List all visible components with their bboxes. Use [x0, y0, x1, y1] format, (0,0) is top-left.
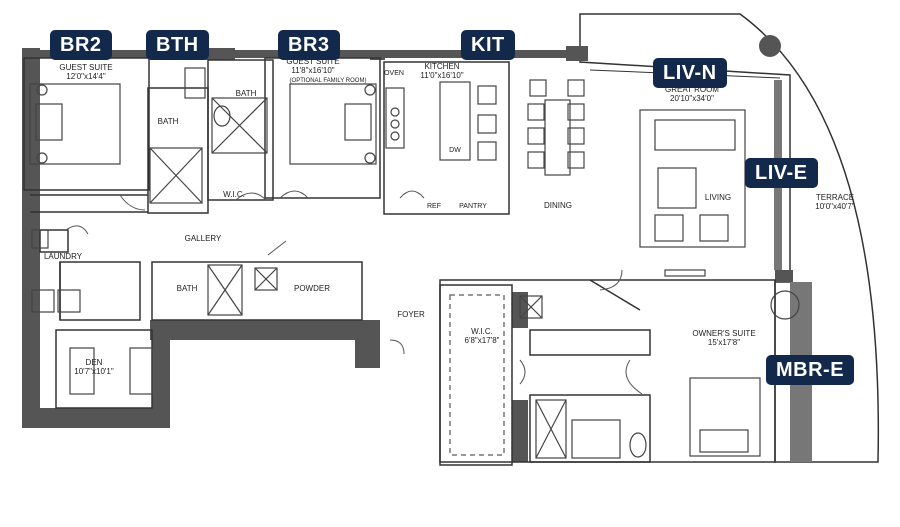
tag-br2[interactable]: BR2 — [50, 30, 112, 60]
label-den: DEN — [86, 358, 103, 367]
label-bath-2: BATH — [158, 117, 179, 126]
dims-owners-suite: 15'x17'8" — [708, 338, 740, 347]
note-guest-suite-3: (OPTIONAL FAMILY ROOM) — [290, 78, 367, 84]
tag-br3[interactable]: BR3 — [278, 30, 340, 60]
label-dw: DW — [449, 147, 461, 154]
room-labels: GUEST SUITE 12'0"x14'4" BATH GUEST SUITE… — [44, 57, 855, 376]
dims-den: 10'7"x10'1" — [74, 367, 114, 376]
label-guest-suite-3: GUEST SUITE — [286, 57, 339, 66]
label-wic-3: W.I.C. — [223, 190, 245, 199]
label-living: LIVING — [705, 193, 731, 202]
tag-kit[interactable]: KIT — [461, 30, 515, 60]
label-laundry: LAUNDRY — [44, 252, 83, 261]
label-great-room: GREAT ROOM — [665, 85, 719, 94]
label-oven: OVEN — [384, 70, 404, 77]
dims-great-room: 20'10"x34'0" — [670, 94, 714, 103]
label-powder: POWDER — [294, 284, 330, 293]
label-kitchen: KITCHEN — [424, 62, 459, 71]
tag-liv-e[interactable]: LIV-E — [745, 158, 818, 188]
doors — [65, 190, 643, 395]
label-ref: REF — [427, 203, 441, 210]
label-gallery: GALLERY — [185, 234, 222, 243]
dims-guest-suite-2: 12'0"x14'4" — [66, 72, 106, 81]
furniture — [29, 67, 800, 459]
label-bath-hall: BATH — [177, 284, 198, 293]
tag-mbr-e[interactable]: MBR-E — [766, 355, 855, 385]
label-bath-3: BATH — [236, 89, 257, 98]
dims-guest-suite-3: 11'8"x16'10" — [291, 66, 334, 75]
label-owners-suite: OWNER'S SUITE — [692, 329, 755, 338]
exterior-walls — [22, 46, 812, 462]
label-terrace: TERRACE — [816, 193, 854, 202]
dims-terrace: 10'0"x40'7" — [815, 202, 855, 211]
dims-wic-owner: 6'8"x17'8" — [465, 336, 500, 345]
label-guest-suite-2: GUEST SUITE — [59, 63, 112, 72]
label-pantry: PANTRY — [459, 203, 487, 210]
label-foyer: FOYER — [397, 310, 425, 319]
tag-bth[interactable]: BTH — [146, 30, 209, 60]
label-dining: DINING — [544, 201, 572, 210]
dims-kitchen: 11'0"x16'10" — [420, 71, 463, 80]
label-wic-owner: W.I.C. — [471, 327, 493, 336]
interior-walls — [23, 57, 776, 466]
tag-liv-n[interactable]: LIV-N — [653, 58, 727, 88]
